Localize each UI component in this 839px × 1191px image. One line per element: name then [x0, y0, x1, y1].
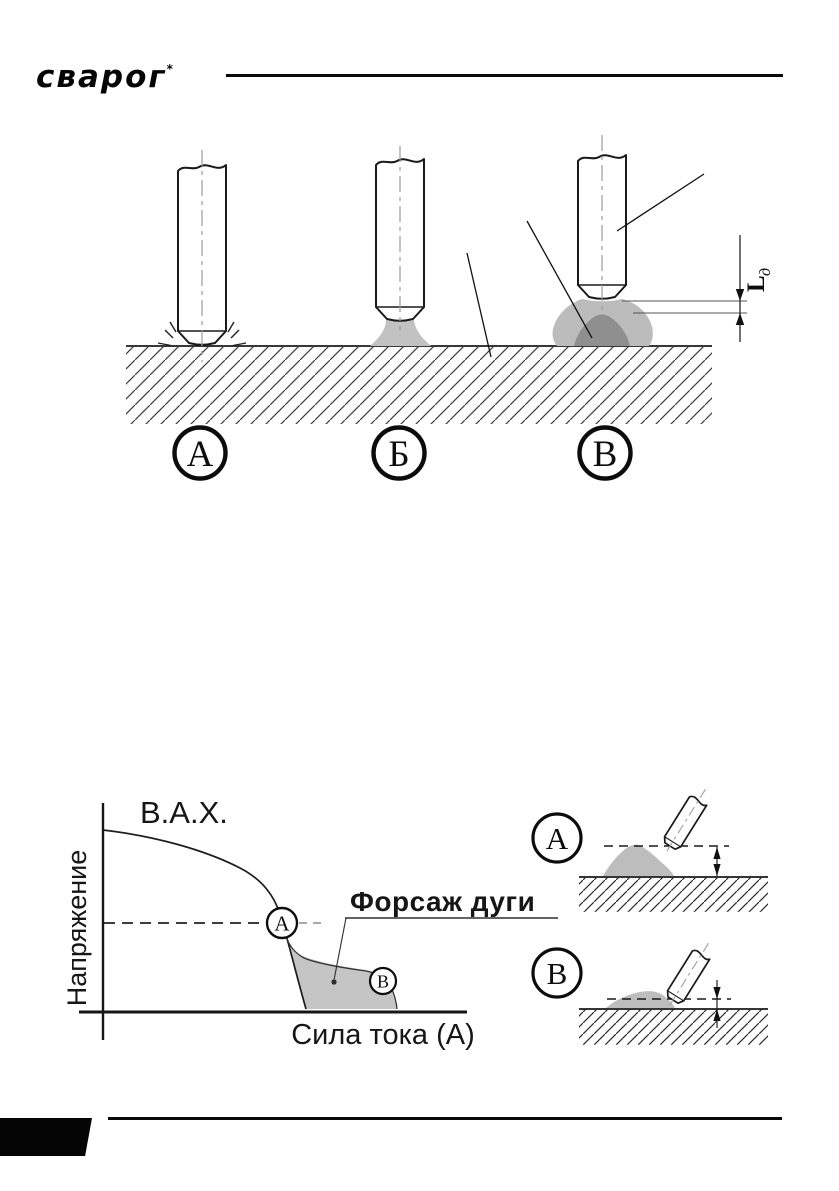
header-rule [226, 74, 783, 77]
footer-rule [108, 1117, 782, 1120]
chart-point-b: В [368, 966, 398, 996]
surface-hatching [579, 877, 768, 912]
stage-captions: А Б В [172, 425, 633, 481]
side-diagram-a: А [531, 786, 768, 912]
dimension-label-main: L [743, 275, 770, 292]
annotation-leader-dot [331, 979, 337, 985]
arc-gap-dimension-long [713, 847, 721, 876]
callout-leaders [466, 173, 705, 358]
side-b-letter: В [547, 956, 568, 991]
electrode-stage-a [157, 150, 247, 362]
caption-letter-a: А [187, 434, 214, 475]
spark-marks [157, 321, 247, 347]
tilted-electrode [666, 940, 711, 1006]
dimension-arrow-up [735, 313, 745, 325]
caption-circle-a: А [172, 425, 228, 481]
leader-arc [526, 220, 593, 339]
brand-logo-mark: * [166, 62, 173, 76]
electrode-chamfer-line [667, 990, 684, 1002]
arc-plasma-core [574, 314, 630, 346]
annotation-leader [333, 917, 347, 981]
electrode-centerline [669, 940, 711, 1006]
footer-page-marker [0, 1118, 92, 1156]
arc-cone [370, 320, 431, 346]
chart-point-a-letter: А [274, 912, 290, 936]
figure-arc-stages: L д А Б В [126, 135, 774, 481]
surface-hatching [579, 1009, 768, 1045]
electrode-stage-b [370, 146, 431, 346]
annotation-text: Форсаж дуги [350, 886, 535, 917]
dimension-arrow-down [735, 289, 745, 301]
brand-logo-text: сварог [36, 59, 167, 95]
figure-vac-chart: В.А.Х. Напряжение Сила тока (А) Форсаж д… [62, 786, 768, 1051]
vac-chart: В.А.Х. Напряжение Сила тока (А) Форсаж д… [62, 795, 558, 1051]
side-a-circle [531, 812, 583, 864]
caption-letter-b: Б [388, 434, 409, 475]
chart-title: В.А.Х. [140, 795, 228, 830]
side-b-circle [531, 947, 583, 999]
tilted-electrode [663, 786, 708, 852]
leader-electrode [616, 173, 705, 232]
electrode-rod [663, 795, 708, 851]
y-axis-label: Напряжение [62, 850, 92, 1007]
electrode-stage-v [552, 135, 653, 346]
side-a-letter: А [546, 821, 569, 856]
chart-point-a: А [265, 906, 299, 940]
caption-letter-v: В [593, 434, 618, 475]
caption-circle-b: Б [371, 425, 427, 481]
chart-point-b-letter: В [377, 972, 389, 992]
vac-curve [102, 829, 307, 1010]
caption-circle-v: В [577, 425, 633, 481]
side-diagram-b: В [531, 940, 768, 1045]
weld-mound [603, 844, 674, 876]
dimension-label-sub: д [757, 268, 774, 276]
arc-length-dimension: L д [622, 235, 774, 342]
arc-force-region [288, 942, 397, 1009]
electrode-chamfer-line [664, 836, 681, 848]
dimension-label: L д [743, 268, 774, 292]
brand-logo: сварог* [36, 48, 226, 95]
leader-workpiece [466, 252, 492, 358]
annotation-arc-force: Форсаж дуги [331, 886, 558, 985]
electrode-centerline [666, 786, 708, 852]
x-axis-label: Сила тока (А) [291, 1019, 475, 1051]
arc-gap-dimension-short [713, 980, 721, 1028]
electrode-rod [666, 949, 711, 1005]
workpiece-hatching [126, 347, 712, 424]
